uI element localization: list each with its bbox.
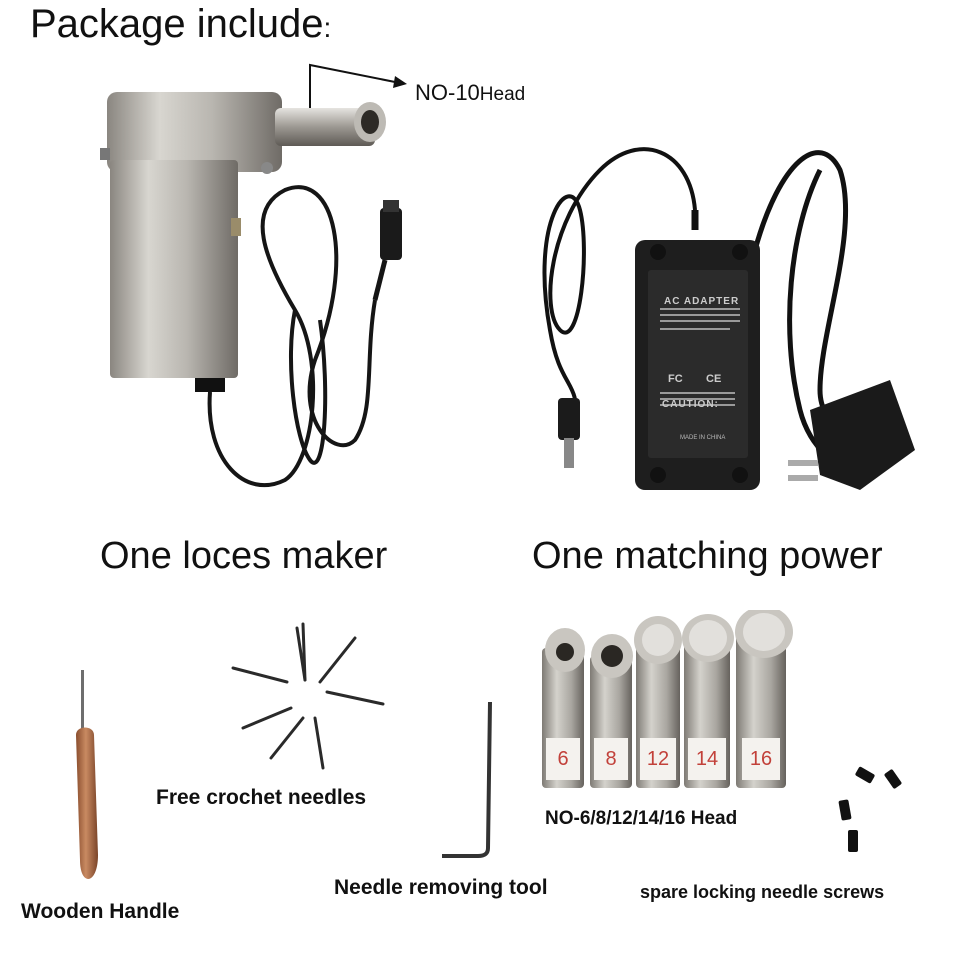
needle-removing-tool-caption: Needle removing tool xyxy=(334,876,548,899)
screws-caption: spare locking needle screws xyxy=(640,882,885,902)
power-adapter-caption: One matching power xyxy=(532,535,883,577)
head-label-12: 12 xyxy=(640,738,676,780)
wooden-handle-caption: Wooden Handle xyxy=(21,900,180,923)
lace-maker-image xyxy=(100,63,407,487)
needle-removing-tool-image xyxy=(442,701,492,858)
adapter-label-caution: CAUTION: xyxy=(662,399,719,410)
wooden-handle-image xyxy=(76,670,98,879)
adapter-label-heading: AC ADAPTER xyxy=(664,296,740,307)
adapter-label-made-in: MADE IN CHINA xyxy=(680,435,726,441)
screws-image xyxy=(838,766,902,852)
lace-maker-caption: One loces maker xyxy=(100,535,388,577)
head-label-16: 16 xyxy=(742,738,780,780)
crochet-needles-caption: Free crochet needles xyxy=(156,786,367,809)
head-label-6: 6 xyxy=(546,738,580,780)
crochet-needles-image xyxy=(231,622,385,770)
no10-head-callout-number: NO-10 xyxy=(415,80,480,105)
no10-head-callout-suffix: Head xyxy=(479,84,526,105)
heads-caption: NO-6/8/12/14/16 Head xyxy=(545,808,738,829)
power-adapter-image xyxy=(542,147,915,490)
page-title-text: Package include xyxy=(30,2,324,46)
adapter-label-ce: CE xyxy=(706,373,722,385)
heads-group: 6 8 12 14 16 xyxy=(538,610,803,790)
page-title-colon: : xyxy=(323,12,332,43)
head-label-8: 8 xyxy=(594,738,628,780)
adapter-label-fc: FC xyxy=(668,373,683,385)
no10-head-callout: NO-10Head xyxy=(415,80,525,106)
page-title: Package include: xyxy=(30,0,331,52)
head-label-14: 14 xyxy=(688,738,726,780)
